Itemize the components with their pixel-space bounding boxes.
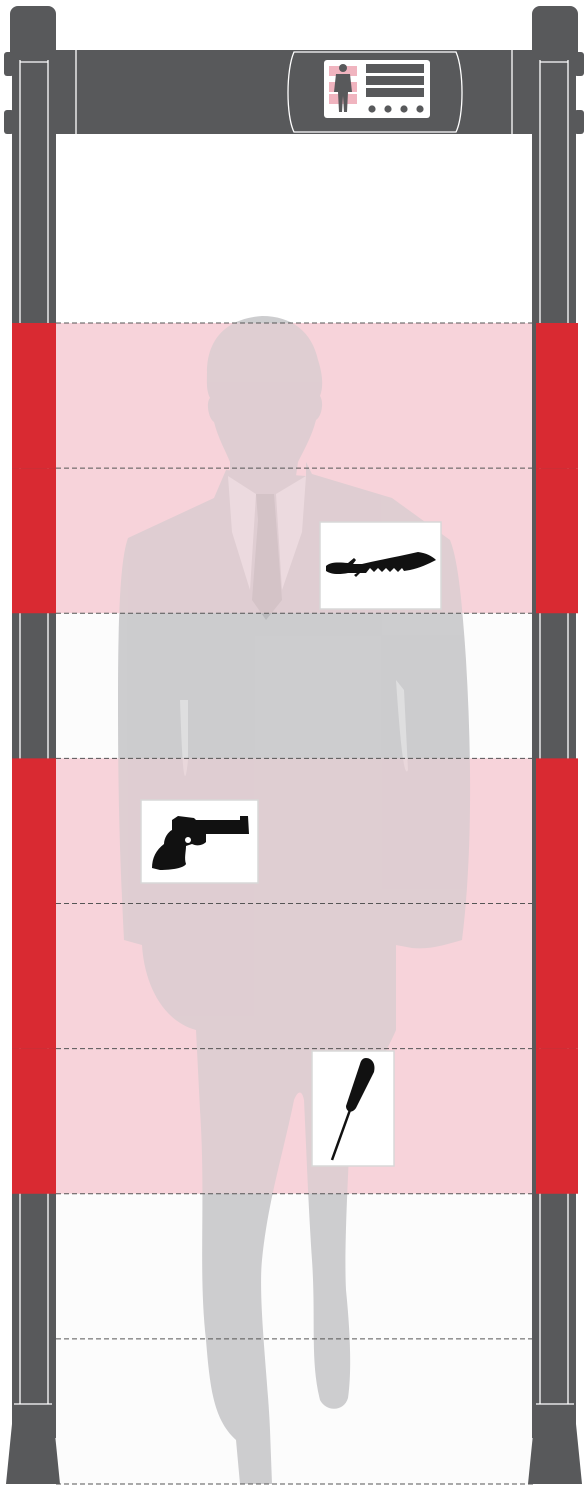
right-zone-5-indicator xyxy=(536,904,578,1049)
zone-6-overlay xyxy=(56,1049,532,1194)
knife-card xyxy=(320,522,441,609)
revolver-card xyxy=(141,800,258,883)
indicator-light-2 xyxy=(384,105,391,112)
control-panel xyxy=(324,60,430,118)
left-pillar xyxy=(4,6,60,1484)
zone-8-band xyxy=(56,1339,532,1484)
indicator-light-3 xyxy=(400,105,407,112)
display-bar-3 xyxy=(366,88,424,97)
left-zone-4-indicator xyxy=(12,758,56,903)
right-pillar xyxy=(528,6,584,1484)
top-crossbar xyxy=(56,50,532,134)
zone-5-overlay xyxy=(56,904,532,1049)
indicator-light-4 xyxy=(416,105,423,112)
zone-2-overlay xyxy=(56,468,532,613)
display-bar-2 xyxy=(366,76,424,85)
right-zone-1-indicator xyxy=(536,323,578,468)
left-zone-2-indicator xyxy=(12,468,56,613)
left-zone-6-indicator xyxy=(12,1049,56,1194)
left-pillar-body xyxy=(12,58,56,1438)
left-zone-1-indicator xyxy=(12,323,56,468)
control-panel-display xyxy=(366,64,424,97)
right-pillar-foot xyxy=(528,1404,582,1484)
revolver-trigger-guard xyxy=(185,837,191,843)
crossbar-left-joint xyxy=(56,50,74,134)
crossbar-body xyxy=(56,50,532,134)
zone-1-overlay xyxy=(56,323,532,468)
zone-4-overlay xyxy=(56,758,532,903)
left-zone-5-indicator xyxy=(12,904,56,1049)
screwdriver-card xyxy=(312,1051,394,1166)
right-pillar-body xyxy=(532,58,576,1438)
left-pillar-foot xyxy=(6,1404,60,1484)
zone-7-band xyxy=(56,1194,532,1339)
right-zone-6-indicator xyxy=(536,1049,578,1194)
right-zone-4-indicator xyxy=(536,758,578,903)
indicator-light-1 xyxy=(368,105,375,112)
right-zone-2-indicator xyxy=(536,468,578,613)
display-bar-1 xyxy=(366,64,424,73)
